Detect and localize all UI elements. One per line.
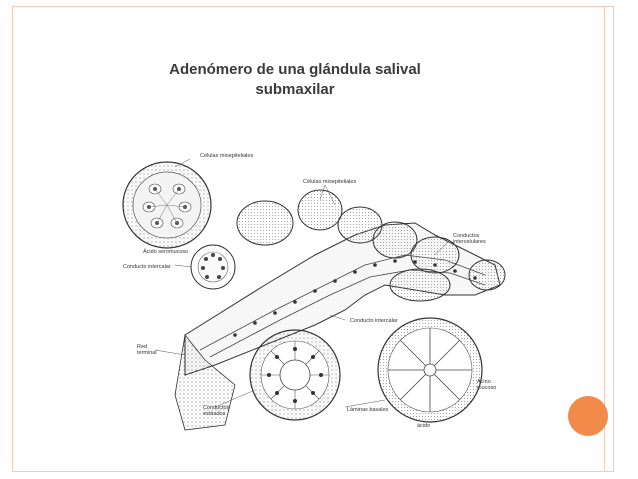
striated-duct-cross-section: [249, 329, 341, 421]
leader-lines: [154, 158, 451, 408]
label-celulas-mioepiteliales-top: Células mioepiteliales: [200, 153, 253, 159]
slide-frame: [12, 6, 614, 472]
label-acino-mucoso-1: Ácino: [477, 378, 491, 385]
label-red-terminal-2: terminal: [137, 350, 157, 356]
slide-frame-inner-line: [604, 6, 605, 472]
label-acino-mucoso-2: mucoso: [477, 385, 496, 391]
slide-title-line-2: submaxilar: [255, 81, 335, 98]
label-acino-bottom: ácido: [417, 423, 430, 429]
slide-title-line-1: Adenómero de una glándula salival: [169, 61, 421, 78]
label-red-terminal-1: Red: [137, 344, 147, 350]
intercalated-duct-cross-section: [190, 244, 236, 290]
gland-illustration: Células mioepiteliales Células mioepitel…: [115, 145, 520, 435]
label-conducto-intercalar-mid: Conducto intercalar: [350, 318, 398, 324]
mucous-acinus-cross-section: [377, 317, 483, 423]
label-acino-seromucoso: Ácido seromucoso: [143, 248, 188, 255]
label-conductos-intercelulares-2: intercelulares: [453, 239, 486, 245]
seromucous-acinus-cross-section: [122, 161, 212, 249]
label-conductos-intercelulares-1: Conductos: [453, 233, 480, 239]
label-conductos-estriados-2: estriados: [203, 411, 226, 417]
slide-title: Adenómero de una glándula salival submax…: [130, 60, 460, 100]
label-conducto-intercalar-left: Conducto intercalar: [123, 264, 171, 270]
gland-illustration-svg: Células mioepiteliales Células mioepitel…: [122, 153, 506, 431]
accent-circle: [568, 396, 608, 436]
terminal-web: [174, 334, 236, 431]
label-laminas-basales: Láminas basales: [347, 407, 389, 413]
label-conductos-estriados-1: Conductos: [203, 405, 230, 411]
label-celulas-mioepiteliales-mid: Células mioepiteliales: [303, 179, 356, 185]
